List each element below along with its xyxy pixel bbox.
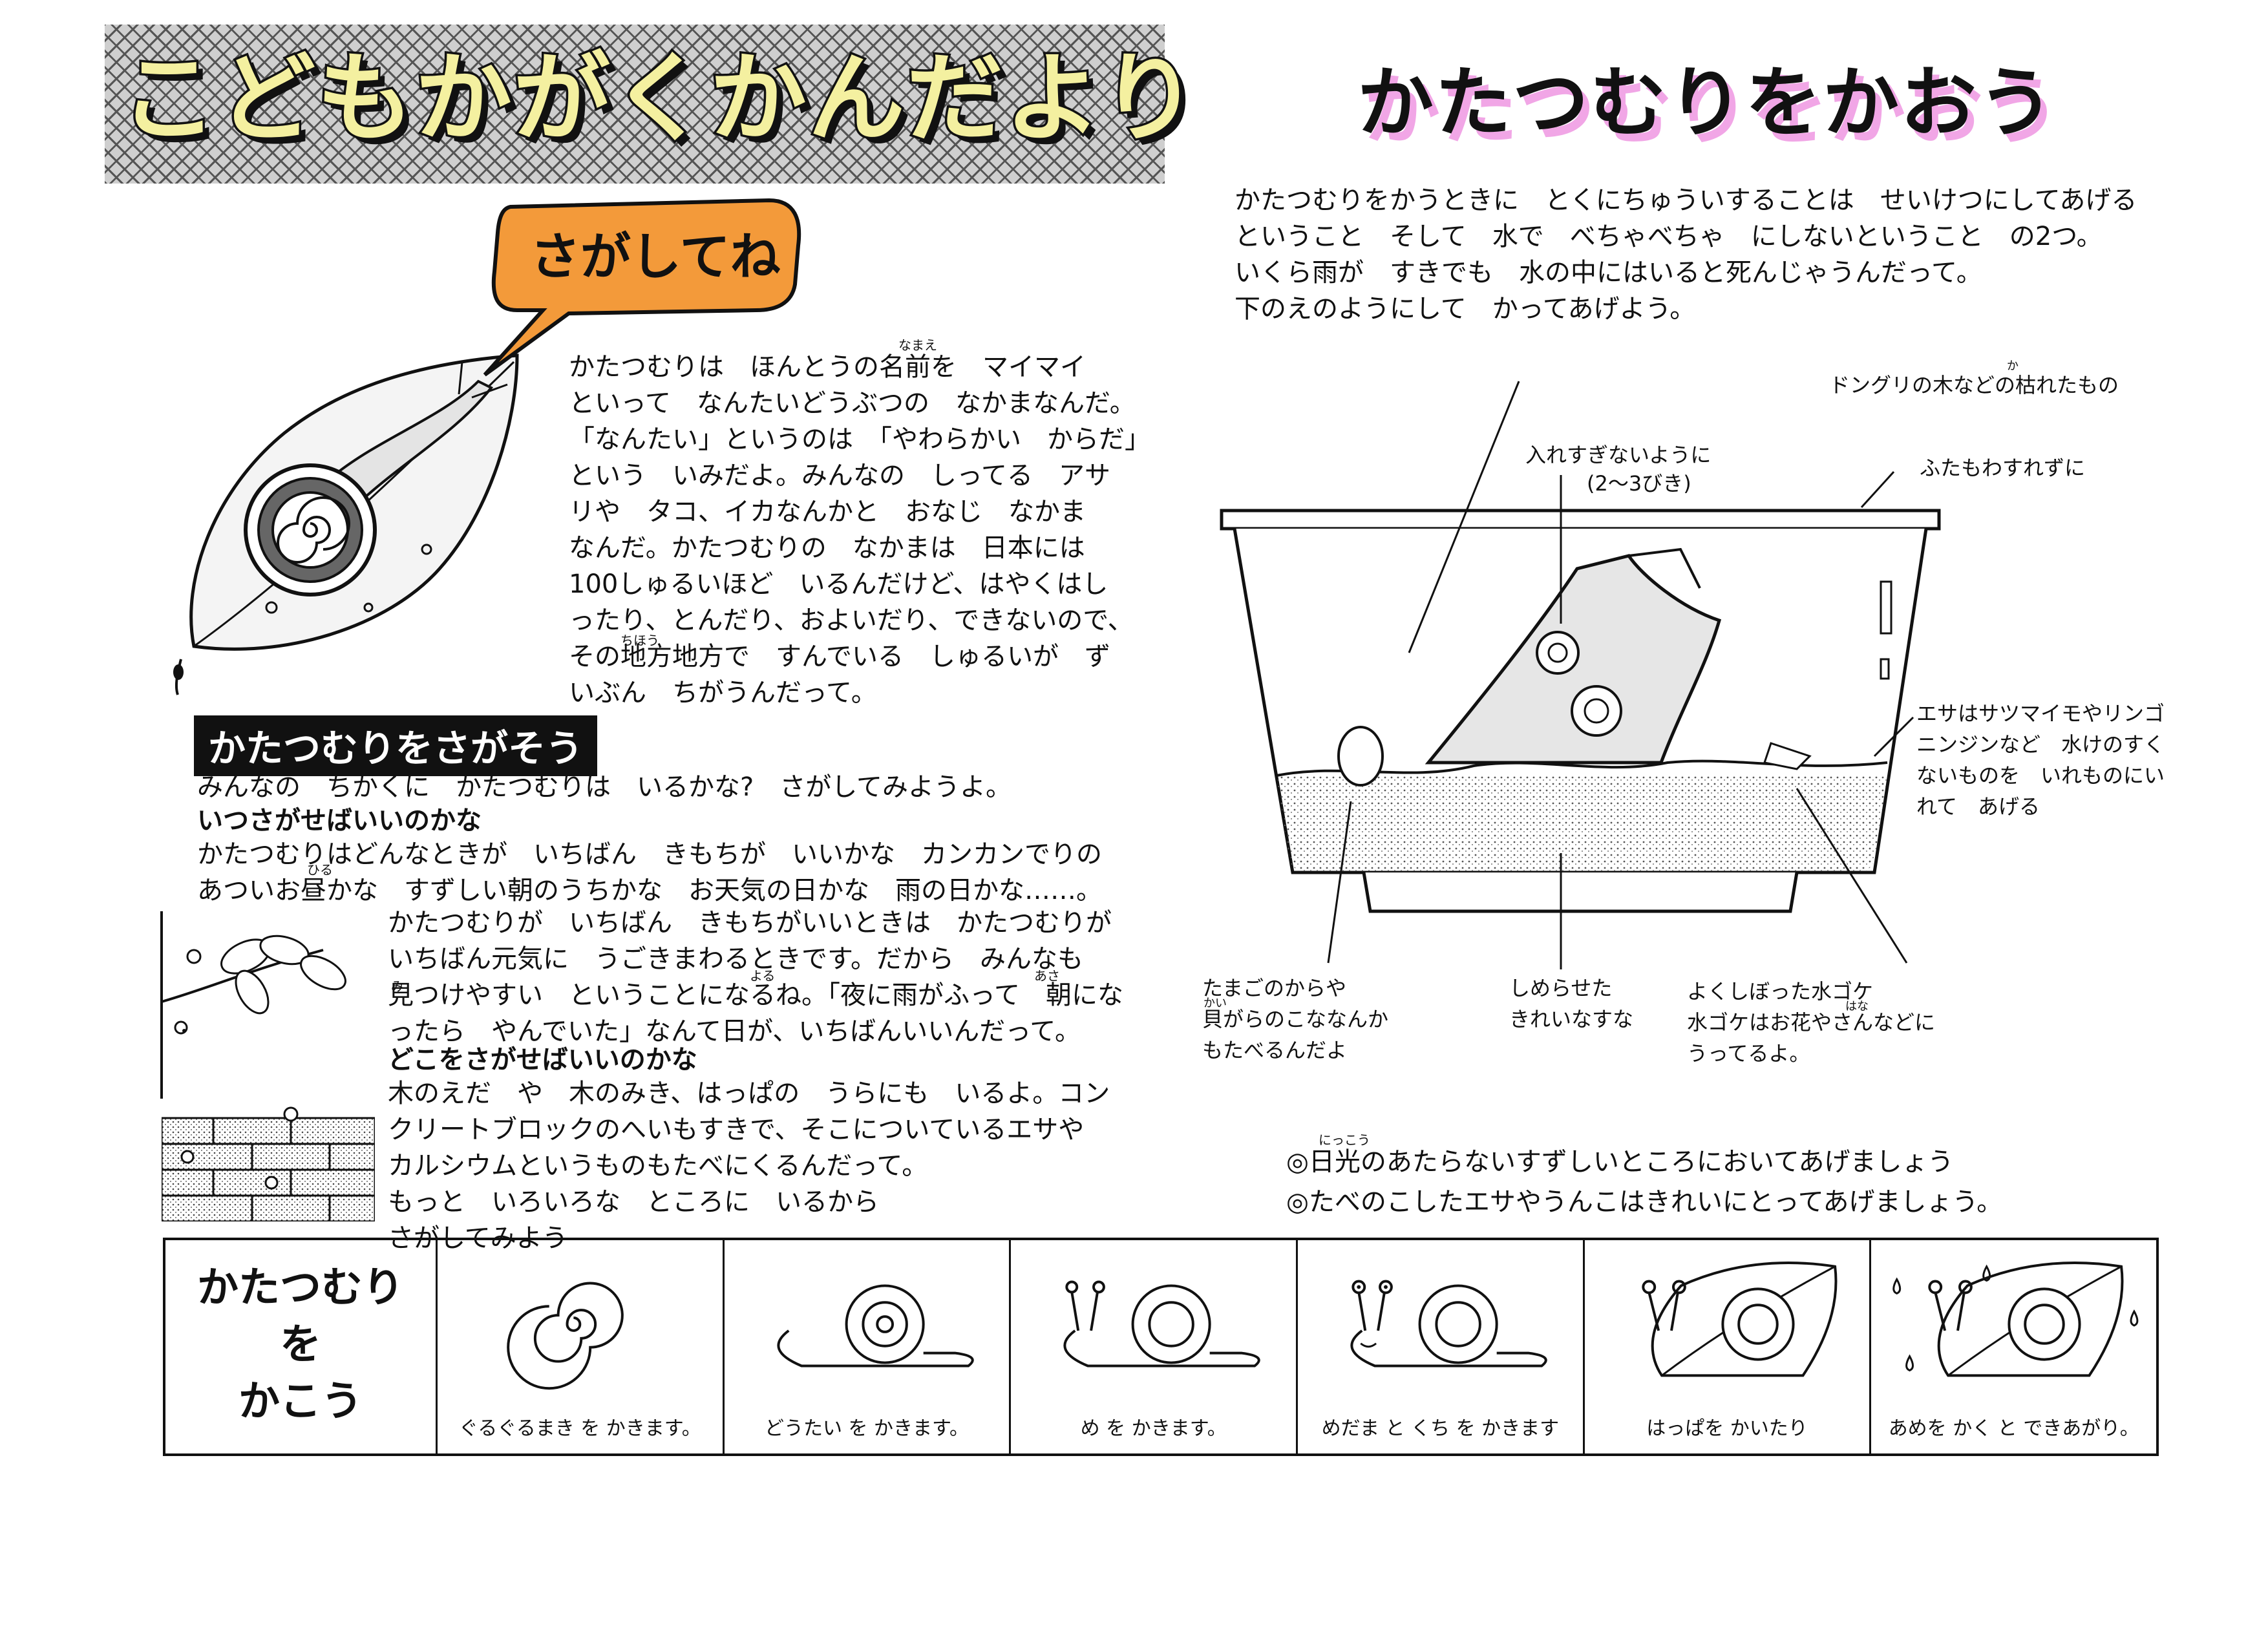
answer-where-line-4: もっと いろいろな ところに いるから (388, 1187, 879, 1217)
page-title: こどもかがくかんだより (118, 43, 1200, 155)
label-not-too-many: 入れすぎないように (1525, 443, 1712, 467)
answer-where-line-3: カルシウムというものもたべにくるんだって。 (388, 1151, 928, 1181)
steps-title-cell: かたつむり を かこう (165, 1240, 436, 1453)
intro-line-4: という いみだよ。みんなの しってる アサ (569, 461, 1110, 491)
step-6-drawing (1892, 1262, 2139, 1377)
when-line-1: かたつむりはどんなときが いちばん きもちが いいかな カンカンでりの (197, 840, 1102, 869)
intro-line-10: いぶん ちがうんだって。 (569, 678, 877, 708)
label-food-line-1: エサはサツマイモやリンゴ (1916, 701, 2165, 726)
label-moss-line-2: 水ゴケはお花やさんなどに (1687, 1010, 1936, 1035)
question-when: いつさがせばいいのかな (197, 806, 482, 836)
ruby-kare: か (2007, 359, 2019, 373)
intro-paragraph: かたつむりは ほんとうの名前を マイマイ といって なんたいどうぶつの なかまな… (569, 349, 1150, 711)
steps-title-line-3: かこう (238, 1378, 363, 1426)
keeping-line-3: いくら雨が すきでも 水の中にはいると死んじゃうんだって。 (1235, 258, 1982, 288)
ruby-namae: なまえ (898, 337, 937, 353)
ruby-kai: かい (1203, 997, 1227, 1010)
label-moss: よくしぼった水ゴケ 水ゴケはお花やさんなどに うってるよ。 (1687, 976, 1935, 1069)
drawing-steps-table: かたつむり を かこう ぐるぐるまき を かきます。 どうたい を かきます。 (163, 1238, 2159, 1456)
label-lid: ふたもわすれずに (1920, 456, 2086, 480)
ruby-asa: あさ (1034, 968, 1060, 984)
answer-when-line-3: 見つけやすい ということになるね。「夜に雨がふって 朝にな (388, 980, 1123, 1010)
label-sand: しめらせた きれいなすな (1509, 973, 1633, 1035)
label-eggshell-line-2: 貝がらのこななんか (1202, 1007, 1389, 1031)
step-1-caption: ぐるぐるまき を かきます。 (458, 1417, 701, 1440)
intro-line-8: ったり、とんだり、およいだり、できないので、 (569, 606, 1134, 635)
label-food: エサはサツマイモやリンゴ ニンジンなど 水けのすく ないものを いれものにい れ… (1916, 698, 2165, 822)
branch-snail-illustration (160, 911, 346, 1099)
ruby-hiru: ひる (307, 862, 333, 878)
steps-title-line-1: かたつむり (197, 1264, 404, 1312)
label-food-line-3: ないものを いれものにい (1916, 763, 2165, 788)
label-eggshell-line-1: たまごのからや (1202, 976, 1347, 1000)
label-sand-line-2: きれいなすな (1509, 1007, 1634, 1031)
steps-title: かたつむり を かこう (165, 1260, 436, 1430)
steps-title-line-2: を (280, 1321, 321, 1369)
ruby-yoru: よる (750, 968, 776, 984)
step-2-drawing (777, 1284, 974, 1368)
ruby-nikkou: にっこう (1319, 1132, 1370, 1148)
intro-line-3: 「なんたい」というのは 「やわらかい からだ」 (569, 425, 1150, 454)
section-title-keeping: かたつむりをかおう (1357, 58, 2056, 147)
answer-when-line-1: かたつむりが いちばん きもちがいいときは かたつむりが (388, 908, 1112, 938)
label-count: (2〜3びき) (1587, 471, 1691, 496)
keeping-paragraph: かたつむりをかうときに とくにちゅういすることは せいけつにしてあげる というこ… (1235, 182, 2137, 327)
keeping-line-2: ということ そして 水で べちゃべちゃ にしないということ の2つ。 (1235, 222, 2103, 251)
label-moss-line-1: よくしぼった水ゴケ (1687, 979, 1874, 1004)
step-5-drawing (1642, 1262, 1838, 1377)
keeping-line-1: かたつむりをかうときに とくにちゅういすることは せいけつにしてあげる (1235, 185, 2137, 215)
terrarium-diagram (1220, 509, 1941, 913)
answer-when-paragraph: かたつむりが いちばん きもちがいいときは かたつむりが いちばん元気に うごき… (388, 905, 1123, 1050)
step-4-caption: めだま と くち を かきます (1321, 1417, 1560, 1440)
answer-when-line-4: ったら やんでいた」なんて日が、いちばんいいんだって。 (388, 1017, 1081, 1046)
title-banner: こどもかがくかんだより (105, 25, 1200, 184)
label-eggshell-line-3: もたべるんだよ (1202, 1038, 1348, 1062)
leaf-snail-illustration (173, 354, 519, 695)
speech-bubble-shape (483, 198, 801, 377)
intro-line-7: 100しゅるいほど いるんだけど、はやくはし (569, 569, 1108, 599)
brick-wall-illustration (162, 1106, 375, 1221)
step-5: はっぱを かいたり (1582, 1240, 1870, 1453)
step-2: どうたい を かきます。 (722, 1240, 1010, 1453)
answer-when-line-2: いちばん元気に うごきまわるときです。だから みんなも (388, 944, 1083, 974)
find-lead: みんなの ちかくに かたつむりは いるかな? さがしてみようよ。 (197, 772, 1012, 802)
step-2-caption: どうたい を かきます。 (764, 1417, 970, 1440)
intro-line-9: その地方地方で すんでいる しゅるいが ず (569, 642, 1110, 671)
step-4-drawing (1350, 1280, 1547, 1368)
step-6-caption: あめを かく と できあがり。 (1888, 1417, 2139, 1440)
speech-bubble-text: さがしてね (530, 228, 781, 286)
label-eggshell: たまごのからや 貝がらのこななんか もたべるんだよ (1202, 973, 1388, 1066)
step-3: め を かきます。 (1009, 1240, 1296, 1453)
ruby-mi: み (391, 978, 404, 994)
answer-where-line-2: クリートブロックのへいもすきで、そこについているエサや (388, 1115, 1085, 1145)
when-paragraph: かたつむりはどんなときが いちばん きもちが いいかな カンカンでりの あついお… (197, 836, 1102, 909)
step-6: あめを かく と できあがり。 (1869, 1240, 2156, 1453)
label-food-line-4: れて あげる (1916, 794, 2040, 819)
step-5-caption: はっぱを かいたり (1646, 1417, 1808, 1440)
diagram-leader-lines (1327, 381, 1914, 969)
label-moss-line-3: うってるよ。 (1687, 1041, 1810, 1066)
intro-line-2: といって なんたいどうぶつの なかまなんだ。 (569, 388, 1136, 418)
step-3-caption: め を かきます。 (1080, 1417, 1227, 1440)
question-where: どこをさがせばいいのかな (388, 1045, 697, 1075)
answer-where-line-1: 木のえだ や 木のみき、はっぱの うらにも いるよ。コン (388, 1079, 1110, 1108)
label-acorn-wood: ドングリの木などの枯れたもの (1829, 373, 2119, 397)
keeping-line-4: 下のえのようにして かってあげよう。 (1235, 294, 1696, 324)
answer-where-paragraph: 木のえだ や 木のみき、はっぱの うらにも いるよ。コン クリートブロックのへい… (388, 1075, 1110, 1256)
intro-line-1: かたつむりは ほんとうの名前を マイマイ (569, 352, 1086, 382)
step-1-drawing (507, 1282, 624, 1390)
step-1: ぐるぐるまき を かきます。 (436, 1240, 723, 1453)
note-cleanup: ◎たべのこしたエサやうんこはきれいにとってあげましょう。 (1286, 1187, 2003, 1217)
step-4: めだま と くち を かきます (1296, 1240, 1583, 1453)
ruby-chihou: ちほう (620, 633, 659, 648)
note-sunlight: ◎日光のあたらないすずしいところにおいてあげましょう (1286, 1147, 1954, 1177)
label-food-line-2: ニンジンなど 水けのすく (1916, 732, 2165, 757)
ruby-hana: はな (1845, 1000, 1869, 1013)
intro-line-6: なんだ。かたつむりの なかまは 日本には (569, 533, 1085, 563)
label-sand-line-1: しめらせた (1509, 976, 1613, 1000)
section-heading-find: かたつむりをさがそう (194, 715, 598, 776)
intro-line-5: リや タコ、イカなんかと おなじ なかま (569, 497, 1086, 527)
when-line-2: あついお昼かな すずしい朝のうちかな お天気の日かな 雨の日かな……。 (197, 876, 1102, 905)
step-3-drawing (1063, 1280, 1260, 1368)
